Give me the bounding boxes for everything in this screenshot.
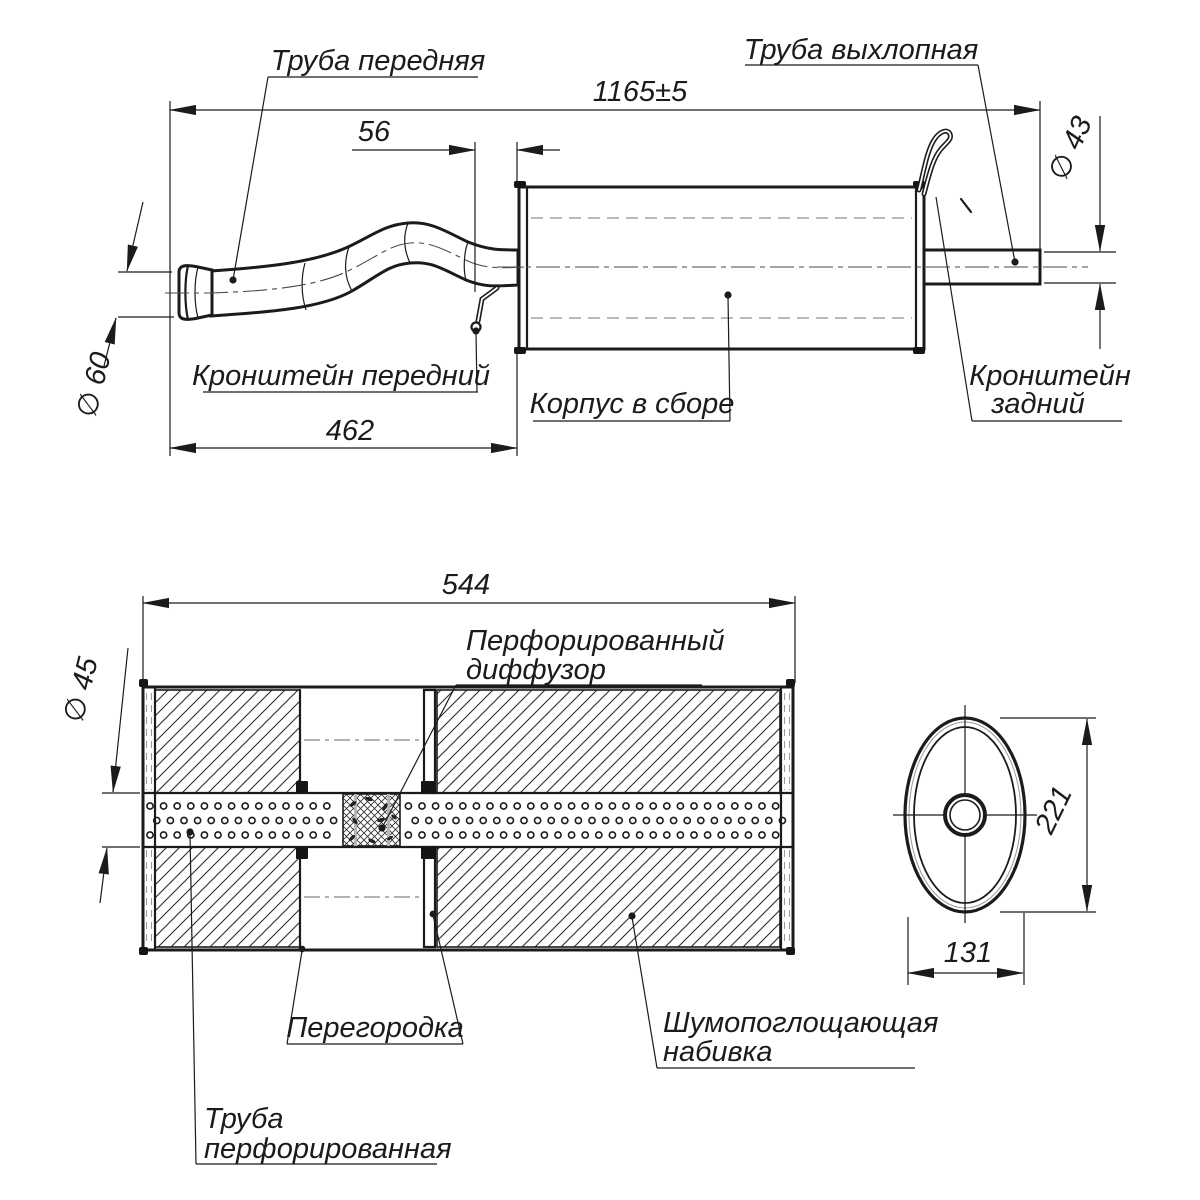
section-end-caps: [139, 679, 795, 955]
dimension-bracket-offset: 56: [352, 116, 560, 156]
perforated-pipe: [141, 791, 795, 849]
dimension-front-pipe-length: 462: [169, 415, 518, 454]
label-diffuser: Перфорированный диффузор: [378, 625, 724, 832]
dimension-body-width: 131: [907, 937, 1024, 979]
pipe-centerline: [165, 242, 525, 294]
label-front-bracket: Кронштейн передний: [192, 327, 490, 393]
extension-lines: [102, 596, 796, 848]
svg-text:Шумопоглощающая: Шумопоглощающая: [663, 1007, 938, 1039]
svg-text:Труба: Труба: [204, 1103, 284, 1135]
svg-text:перфорированная: перфорированная: [204, 1133, 452, 1165]
svg-text:Перегородка: Перегородка: [286, 1012, 464, 1044]
svg-text:Труба выхлопная: Труба выхлопная: [744, 34, 979, 66]
muffler-body: [517, 185, 926, 351]
diffuser: [342, 793, 401, 847]
label-partition: Перегородка: [286, 910, 464, 1045]
body-width-value: 131: [944, 937, 992, 969]
svg-text:Кронштейн передний: Кронштейн передний: [192, 360, 490, 392]
pipe-seam: [345, 246, 353, 292]
svg-text:Перфорированный: Перфорированный: [466, 625, 724, 657]
front-pipe-length-value: 462: [326, 415, 374, 447]
pipe-seam: [404, 222, 411, 264]
outlet-hole-inner: [949, 799, 981, 831]
section-labels: Перфорированный диффузор Перегородка Шум…: [186, 625, 938, 1165]
outlet-hole-outer: [943, 793, 987, 837]
pipe-seam: [301, 262, 307, 311]
dimension-body-length: 544: [142, 569, 796, 609]
label-perf-pipe: Труба перфорированная: [186, 828, 452, 1165]
svg-text:диффузор: диффузор: [466, 654, 606, 686]
svg-text:набивка: набивка: [663, 1036, 773, 1068]
diffuser-slots: [348, 796, 397, 844]
section-view: [139, 679, 795, 955]
assembly-labels: Труба передняя Труба выхлопная Кронштейн…: [192, 34, 1131, 422]
svg-text:Труба передняя: Труба передняя: [271, 45, 486, 77]
assembly-view: [165, 128, 1088, 354]
overall-length-value: 1165±5: [593, 76, 688, 108]
label-rear-bracket: Кронштейн задний: [935, 196, 1131, 422]
bracket-offset-value: 56: [358, 116, 391, 148]
padding-hatch: [154, 689, 781, 948]
partition-tabs: [296, 781, 436, 859]
body-length-value: 544: [442, 569, 490, 601]
label-padding: Шумопоглощающая набивка: [628, 912, 938, 1069]
pipe-seam: [463, 241, 469, 281]
rear-bracket-hook: [916, 128, 973, 214]
label-front-pipe: Труба передняя: [229, 45, 485, 284]
svg-text:задний: задний: [990, 388, 1085, 420]
dimension-overall-length: 1165±5: [169, 76, 1041, 116]
svg-text:Корпус в сборе: Корпус в сборе: [530, 388, 735, 420]
perforation-holes: [146, 802, 787, 839]
section-dimensions: 544 ∅ 45: [58, 569, 796, 904]
label-body-assembly: Корпус в сборе: [530, 291, 735, 422]
extension-lines: [118, 101, 1116, 456]
label-exhaust-pipe: Труба выхлопная: [744, 34, 1019, 266]
svg-text:Кронштейн: Кронштейн: [969, 360, 1131, 392]
